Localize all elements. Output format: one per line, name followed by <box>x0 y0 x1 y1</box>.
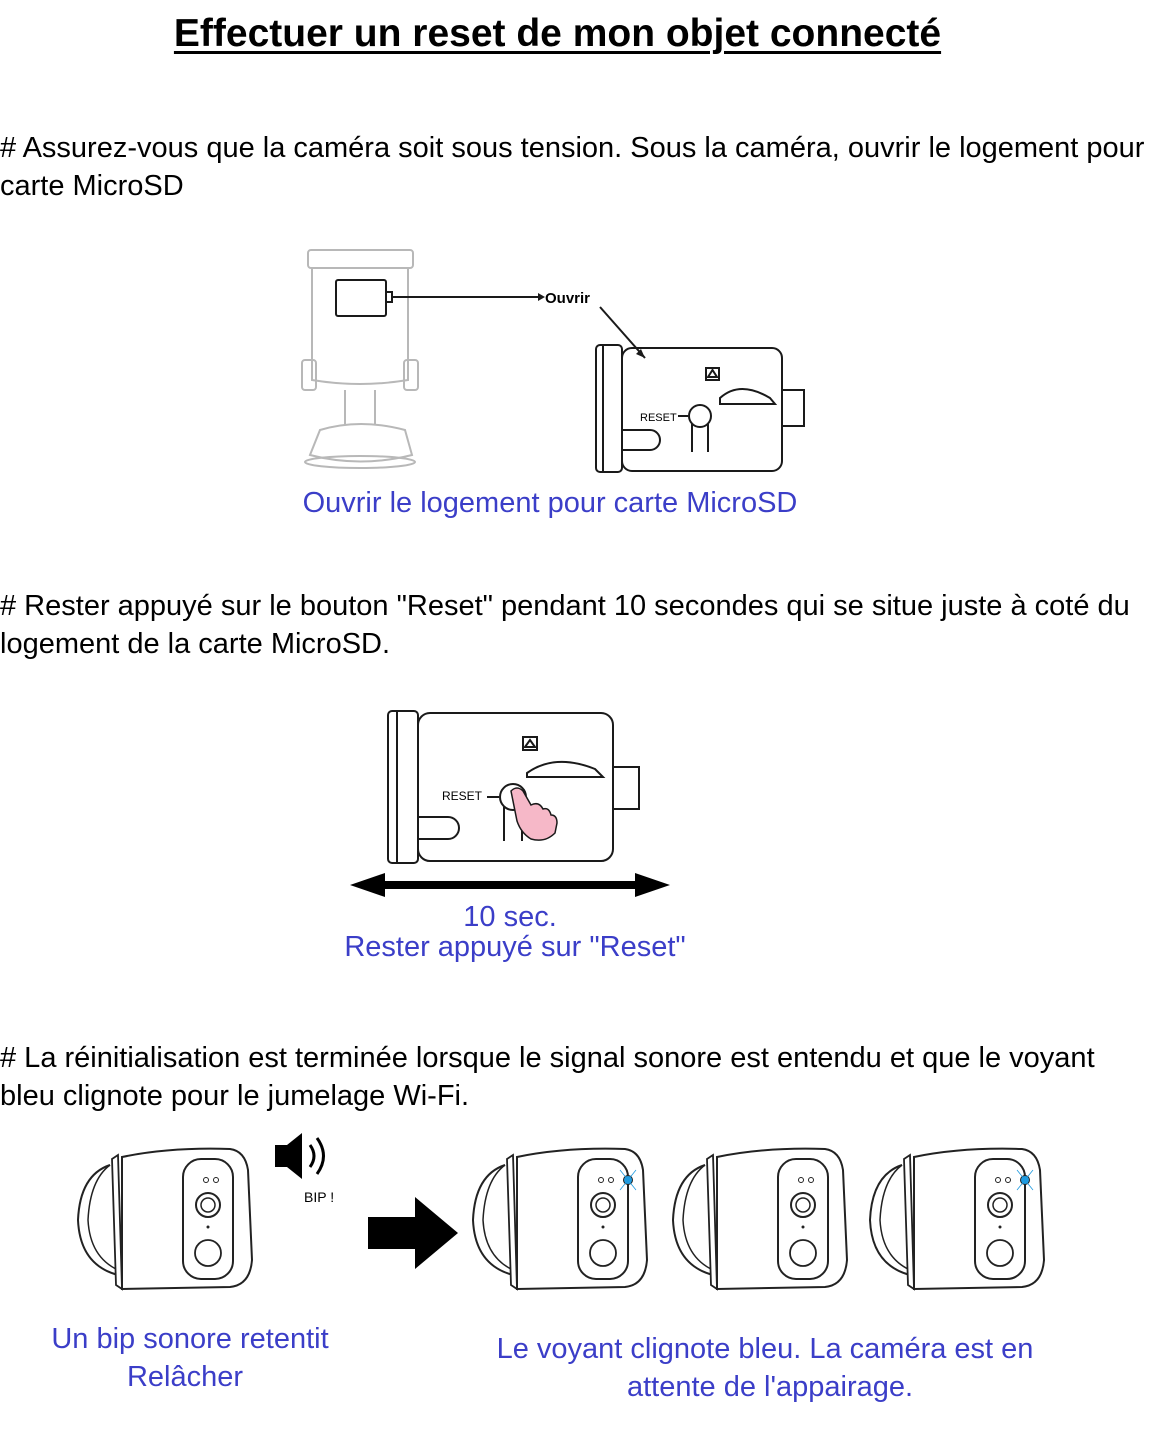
caption-beep-line1: Un bip sonore retentit <box>51 1323 329 1355</box>
camera-led-2 <box>672 1147 848 1290</box>
figure-open-slot: Ouvrir RESET <box>301 249 805 473</box>
camera-mount-drawing <box>301 249 419 469</box>
step-1-text: # Assurez-vous que la caméra soit sous t… <box>0 132 1145 202</box>
caption-open-slot: Ouvrir le logement pour carte MicroSD <box>302 487 798 519</box>
step-2-text: # Rester appuyé sur le bouton "Reset" pe… <box>0 590 1130 660</box>
figure-press-reset: RESET <box>350 710 670 897</box>
caption-beep-line2: Relâcher <box>126 1361 244 1393</box>
beep-label: BIP ! <box>304 1189 334 1205</box>
slot-detail-drawing <box>595 344 805 473</box>
figure-led-blink: BIP ! <box>77 1133 1045 1290</box>
camera-led-3 <box>869 1147 1045 1290</box>
camera-beep-drawing <box>77 1147 253 1290</box>
camera-led-1 <box>472 1147 648 1290</box>
page-title: Effectuer un reset de mon objet connecté <box>173 12 942 55</box>
caption-led-line2: attente de l'appairage. <box>626 1371 914 1403</box>
caption-duration: 10 sec. <box>463 901 557 933</box>
slot-detail-drawing-2 <box>387 710 640 864</box>
label-reset-2: RESET <box>442 789 483 803</box>
arrow-right-icon <box>368 1197 458 1269</box>
label-open: Ouvrir <box>545 290 590 307</box>
pointing-hand-icon <box>510 787 558 841</box>
label-reset-1: RESET <box>640 412 677 424</box>
speaker-icon <box>275 1133 325 1179</box>
double-arrow-icon <box>350 873 670 897</box>
step-3-text: # La réinitialisation est terminée lorsq… <box>0 1042 1095 1112</box>
caption-press-reset: Rester appuyé sur "Reset" <box>344 931 686 963</box>
caption-led-line1: Le voyant clignote bleu. La caméra est e… <box>496 1333 1034 1365</box>
